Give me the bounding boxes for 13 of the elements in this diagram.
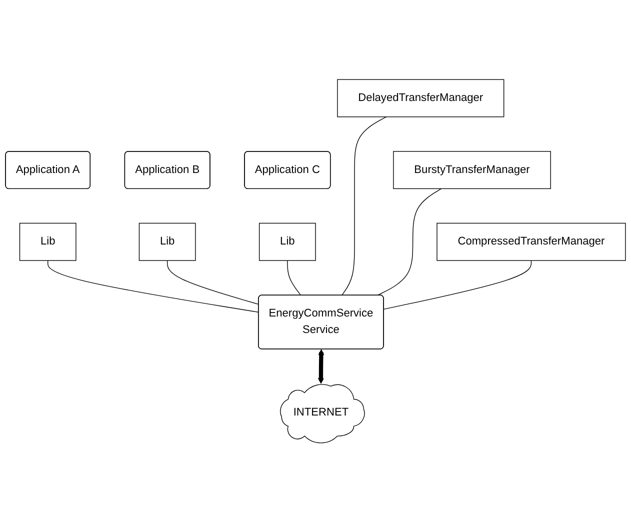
- connector: [166, 260, 260, 304]
- connector: [341, 116, 387, 296]
- node-box: [393, 150, 551, 189]
- node-box: [258, 222, 316, 261]
- arrow: [318, 349, 324, 384]
- node-box: [19, 222, 76, 261]
- connector: [384, 260, 532, 310]
- connector: [376, 188, 442, 296]
- node-box: [138, 222, 196, 261]
- connector: [287, 260, 302, 296]
- connector: [48, 260, 260, 312]
- node-box: [436, 222, 626, 261]
- node-box: [337, 78, 504, 117]
